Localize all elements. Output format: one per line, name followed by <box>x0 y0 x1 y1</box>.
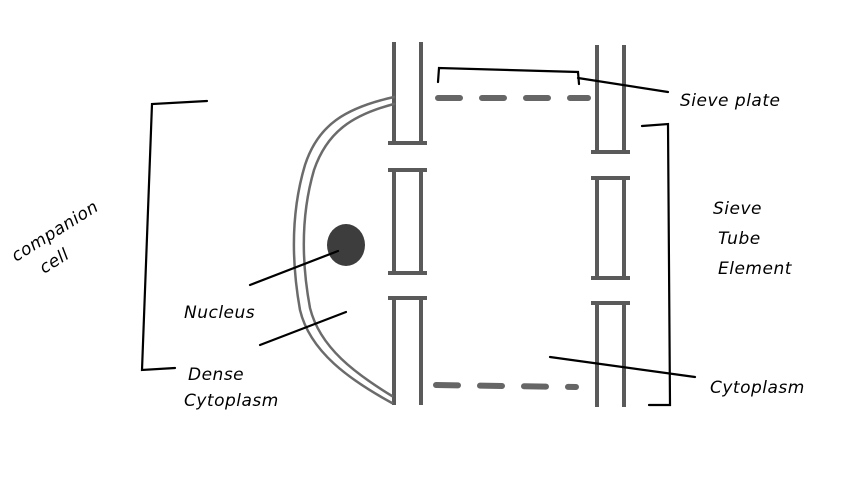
diagram-labels: companion cell Sieve plate Sieve Tube El… <box>8 91 805 411</box>
right-cell-wall <box>591 45 630 407</box>
left-cell-wall <box>388 42 427 405</box>
cytoplasm-leader <box>548 355 697 379</box>
sieve-plate-leader <box>576 76 670 94</box>
dense-cytoplasm-leader <box>258 310 348 347</box>
label-nucleus: Nucleus <box>184 303 255 323</box>
annotation-lines <box>140 66 697 407</box>
companion-cell-bracket <box>140 99 209 372</box>
label-dense-cytoplasm-1: Dense <box>188 365 244 385</box>
sieve-plate-bracket <box>436 66 581 86</box>
sieve-plate-bottom <box>433 382 579 390</box>
nucleus-leader <box>248 249 340 287</box>
sieve-plates <box>433 95 591 390</box>
label-sieve-tube-3: Element <box>718 259 793 279</box>
companion-cell-outline <box>292 95 396 405</box>
label-sieve-tube-2: Tube <box>718 229 761 249</box>
nucleus-shape <box>327 224 365 266</box>
label-dense-cytoplasm-2: Cytoplasm <box>184 391 279 411</box>
label-cytoplasm: Cytoplasm <box>710 378 805 398</box>
label-sieve-tube-1: Sieve <box>713 199 762 219</box>
sieve-tube-bracket <box>640 122 672 407</box>
label-sieve-plate: Sieve plate <box>680 91 780 111</box>
